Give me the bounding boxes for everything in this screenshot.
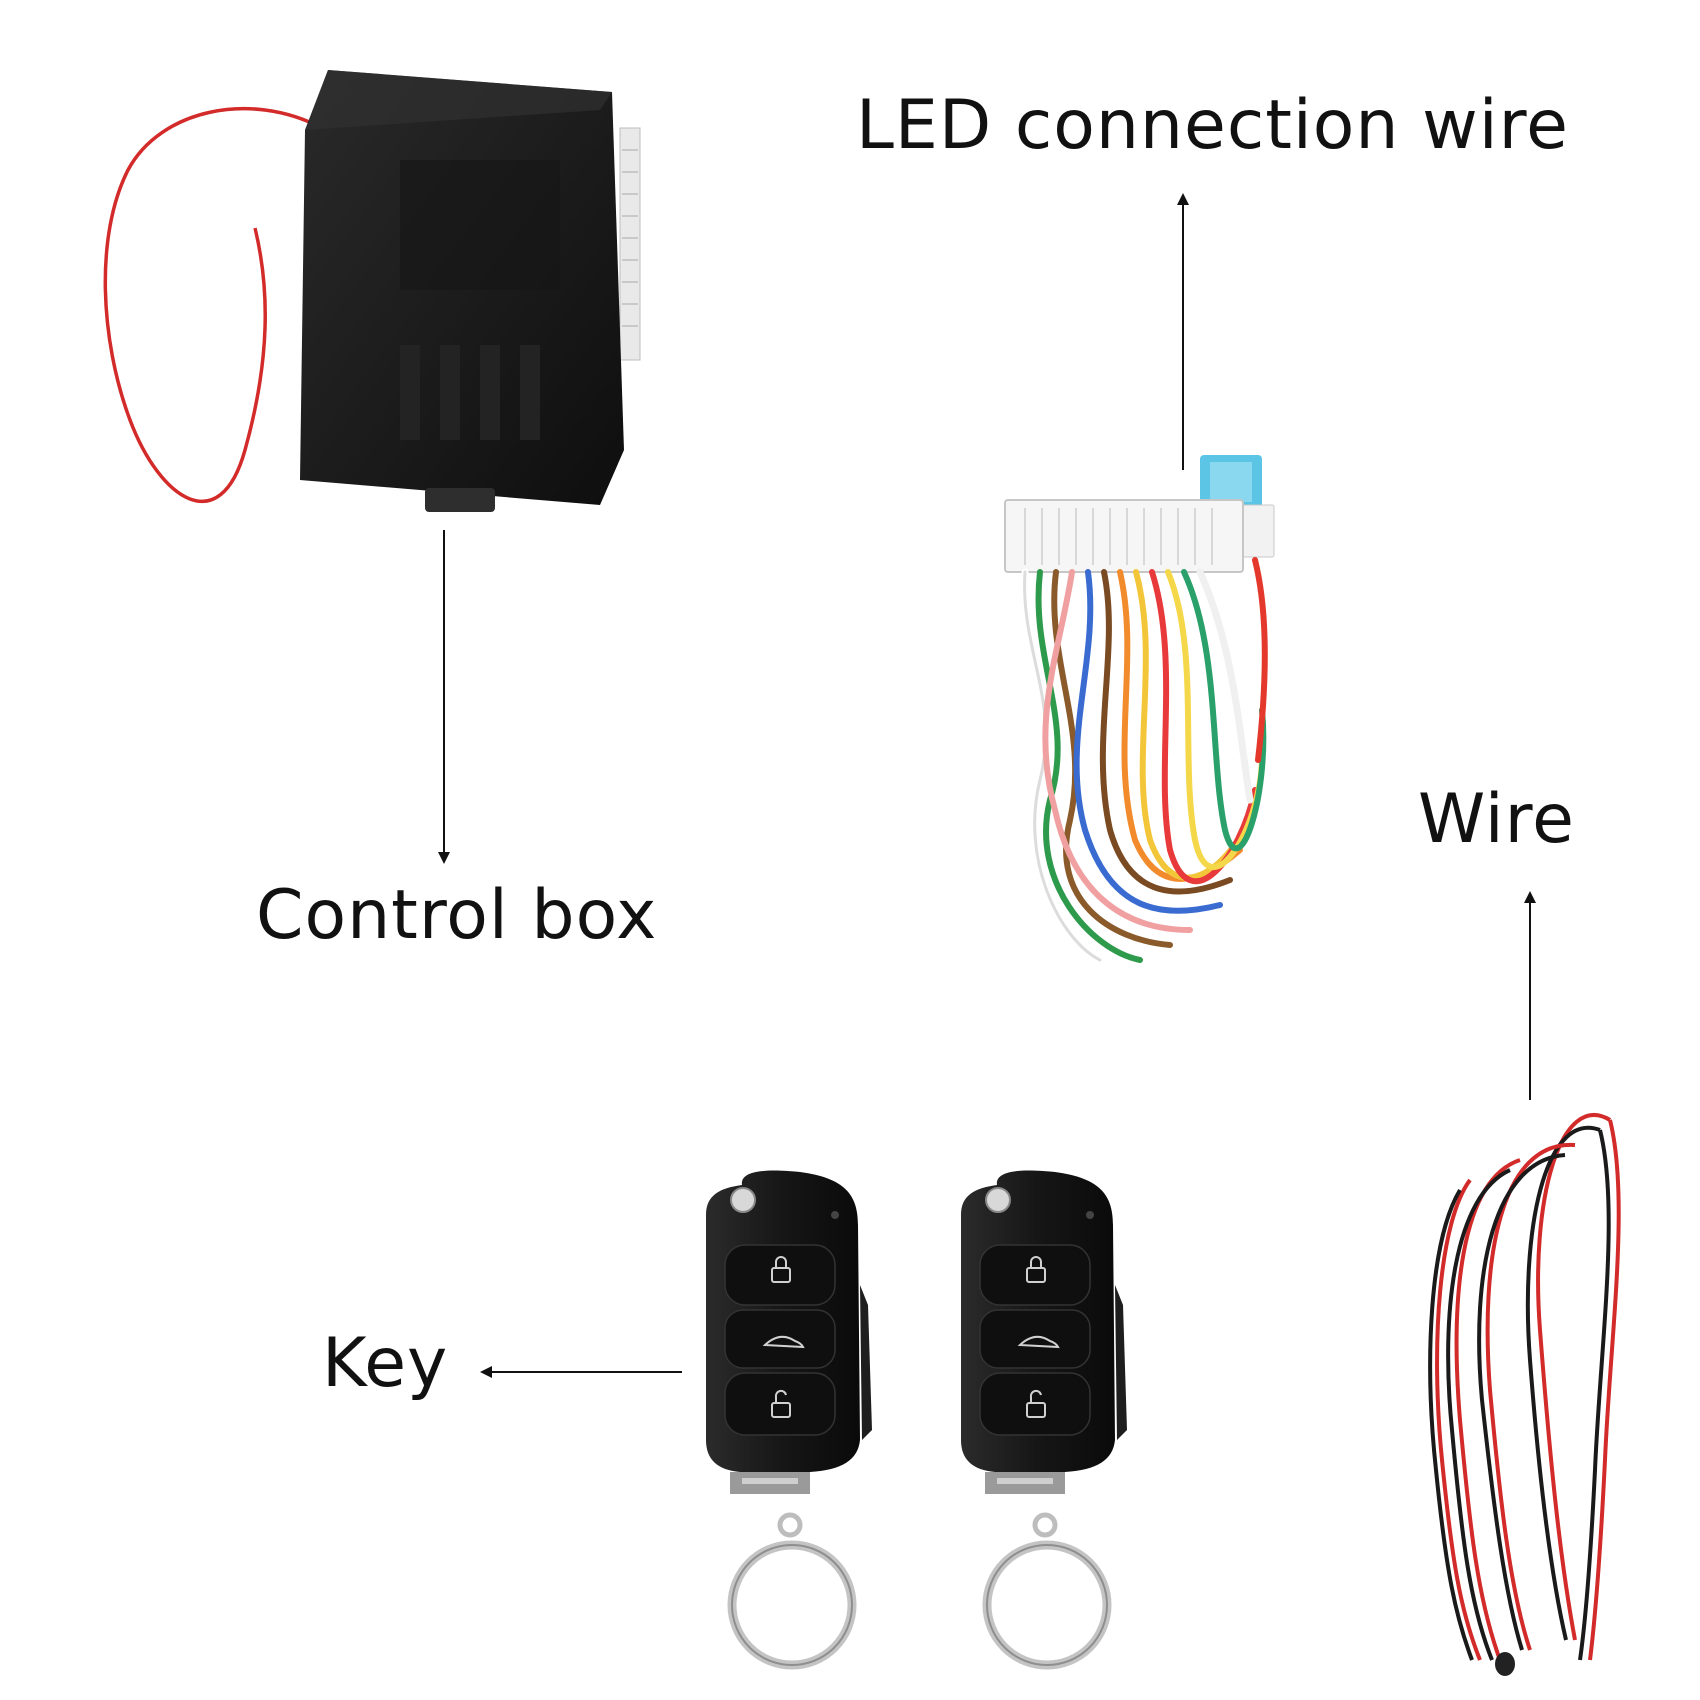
red-black-wire-icon (1428, 1113, 1621, 1676)
control-box-label: Control box (256, 876, 658, 955)
antenna-wire (103, 107, 323, 503)
flip-key-remote-icon (961, 1170, 1127, 1670)
wiring-harness-icon (1004, 455, 1275, 964)
led-connection-wire-label: LED connection wire (856, 86, 1569, 165)
control-box-icon (103, 70, 641, 512)
key-label: Key (322, 1324, 449, 1403)
wire-label: Wire (1418, 780, 1575, 859)
flip-key-remote-icon (706, 1170, 872, 1670)
